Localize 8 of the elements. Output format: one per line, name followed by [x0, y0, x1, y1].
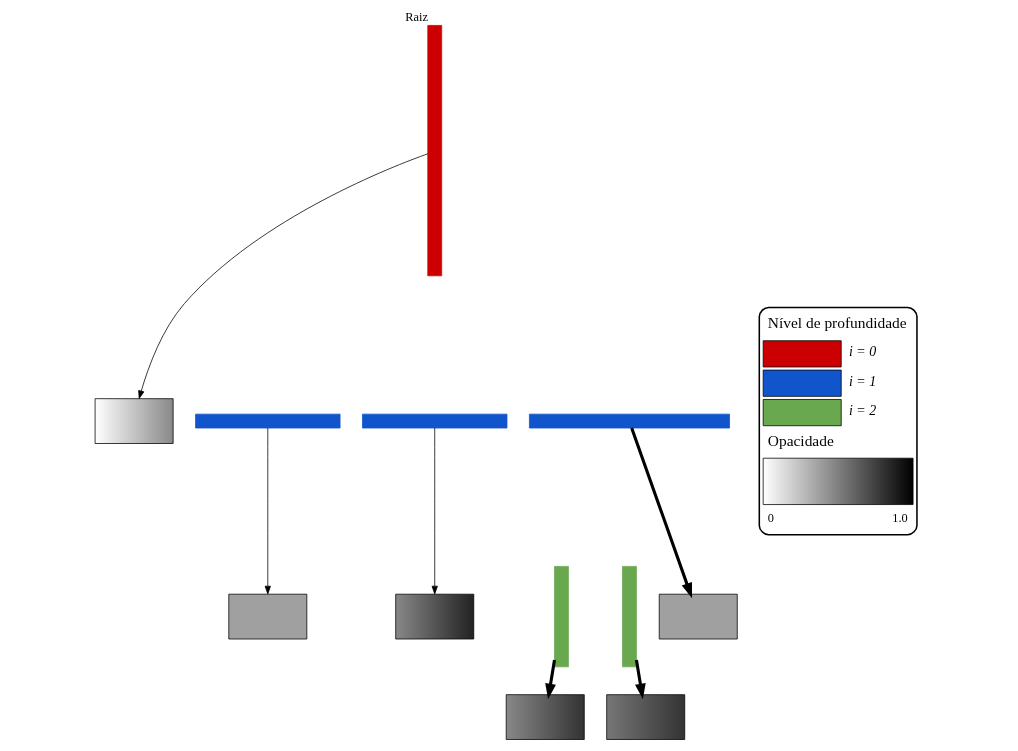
label: 0 — [767, 511, 774, 526]
label: Nível de profundidade — [767, 314, 907, 332]
node-label: Raiz — [404, 10, 428, 25]
legend-label: i = 1 — [848, 373, 876, 389]
label: 1.0 — [891, 511, 908, 526]
legend-label: i = 0 — [848, 344, 876, 360]
legend-label: i = 2 — [848, 403, 876, 419]
label: Opacidade — [767, 431, 834, 449]
